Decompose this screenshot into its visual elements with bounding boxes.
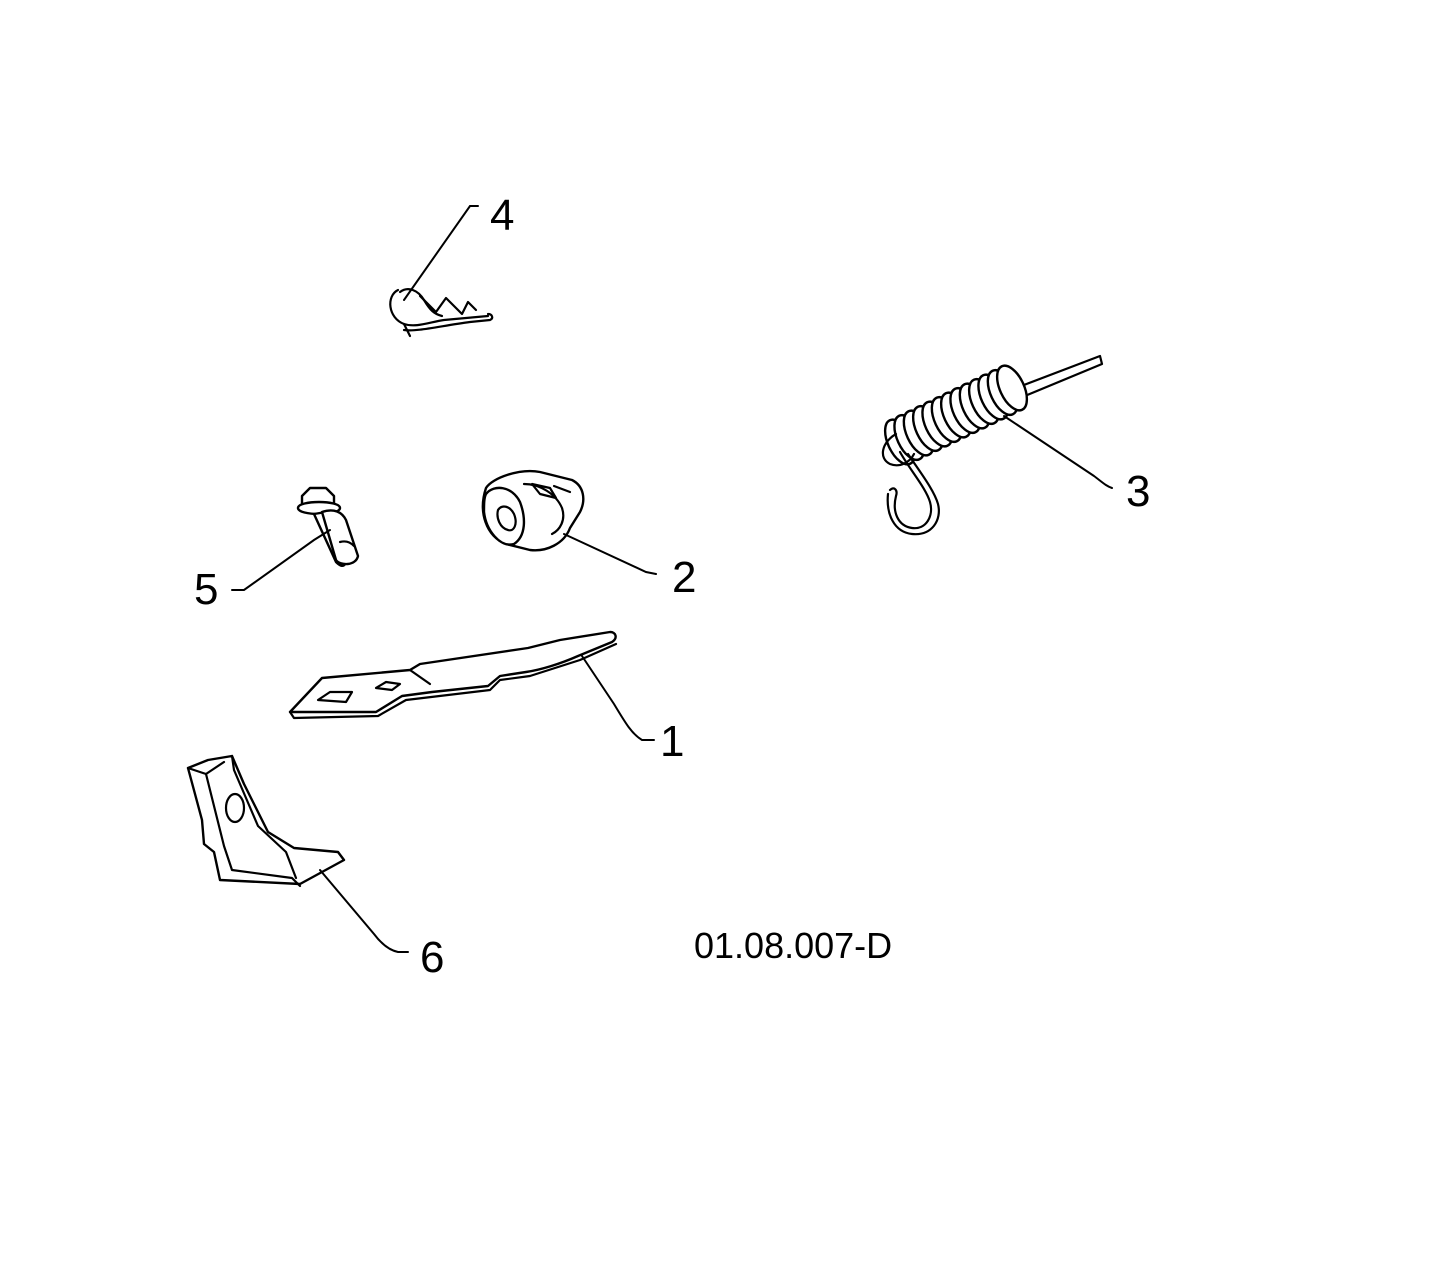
callout-2: 2 — [672, 553, 696, 602]
leader-line-1 — [581, 655, 655, 741]
figure-code: 01.08.007-D — [694, 925, 892, 966]
leader-line-6 — [319, 869, 409, 953]
lever-arm-part — [288, 630, 618, 720]
callout-4: 4 — [490, 191, 514, 240]
cam-bushing-part — [481, 469, 585, 552]
callout-6: 6 — [420, 933, 444, 982]
extension-spring-part — [881, 354, 1104, 536]
callout-3: 3 — [1126, 467, 1150, 516]
leader-line-5 — [231, 529, 331, 591]
callout-1: 1 — [660, 717, 684, 766]
hair-pin-clip-part — [389, 288, 494, 338]
flange-bolt-part — [296, 486, 360, 567]
spring-coil — [995, 364, 1029, 412]
leader-lines — [231, 205, 1113, 953]
angle-bracket-part — [186, 754, 346, 888]
leader-line-4 — [403, 205, 479, 301]
leader-line-2 — [563, 533, 657, 575]
callout-5: 5 — [194, 565, 218, 614]
leader-line-3 — [1003, 415, 1113, 489]
